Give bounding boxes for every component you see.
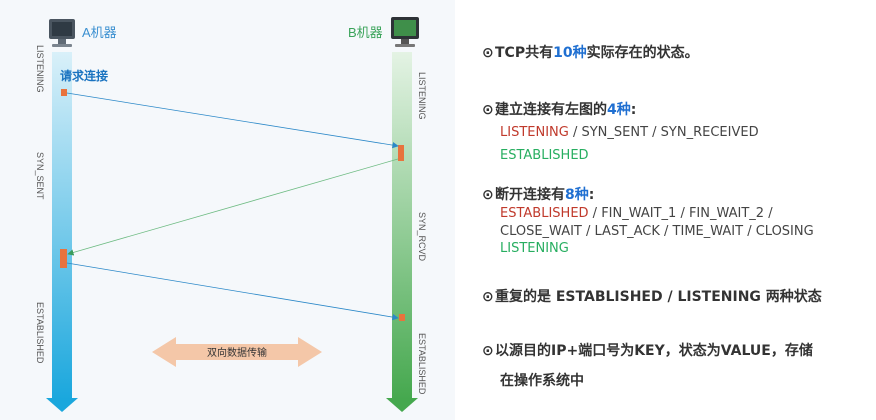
connect-states-line1: LISTENING / SYN_SENT / SYN_RECEIVED (500, 125, 759, 140)
bullet-repeated-states: ⊙重复的是 ESTABLISHED / LISTENING 两种状态 (482, 289, 822, 305)
data-transfer-label: 双向数据传输 (207, 346, 267, 359)
computer-b-icon (391, 17, 419, 47)
syn-rcvd-marker (398, 145, 404, 161)
request-label: 请求连接 (60, 68, 108, 83)
b-state-listening: LISTENING (417, 72, 427, 120)
bullet-storage: ⊙以源目的IP+端口号为KEY，状态为VALUE，存储 (482, 343, 813, 359)
total-count: 10种 (553, 45, 587, 61)
syn-arrow (66, 92, 399, 149)
bullet-connect-states: ⊙建立连接有左图的4种: (482, 102, 637, 118)
timeline-b (386, 52, 418, 412)
computer-a-icon (49, 19, 75, 47)
bullet-disconnect-states: ⊙断开连接有8种: (482, 187, 595, 203)
ack-arrow (66, 262, 399, 321)
state-summary: ⊙TCP共有10种实际存在的状态。 ⊙建立连接有左图的4种: LISTENING… (482, 0, 872, 420)
data-transfer-arrow (152, 337, 322, 367)
b-state-established: ESTABLISHED (417, 333, 427, 395)
disconnect-states-line1: ESTABLISHED / FIN_WAIT_1 / FIN_WAIT_2 / (500, 206, 773, 221)
a-state-established: ESTABLISHED (35, 302, 45, 364)
connect-count: 4种 (607, 102, 631, 118)
a-state-syn-sent: SYN_SENT (35, 152, 45, 200)
connect-states-line2: ESTABLISHED (500, 148, 589, 163)
established-marker (399, 314, 405, 321)
disconnect-count: 8种 (565, 187, 589, 203)
bullet-icon: ⊙ (482, 343, 494, 359)
timeline-a (46, 52, 78, 412)
b-state-syn-rcvd: SYN_RCVD (417, 212, 427, 262)
disconnect-states-line2: CLOSE_WAIT / LAST_ACK / TIME_WAIT / CLOS… (500, 224, 814, 239)
bullet-storage-cont: 在操作系统中 (500, 373, 584, 389)
bullet-total-states: ⊙TCP共有10种实际存在的状态。 (482, 45, 699, 61)
machine-a-label: A机器 (82, 25, 117, 40)
disconnect-states-line3: LISTENING (500, 241, 569, 256)
bullet-icon: ⊙ (482, 45, 494, 61)
bullet-icon: ⊙ (482, 289, 494, 305)
tcp-state-diagram: A机器 B机器 请求连接 双向数据传输 LISTENING SYN_SENT E… (35, 17, 427, 412)
bullet-icon: ⊙ (482, 102, 494, 118)
ack-marker (60, 249, 67, 268)
a-state-listening: LISTENING (35, 45, 45, 93)
bullet-icon: ⊙ (482, 187, 494, 203)
syn-send-marker (61, 89, 67, 96)
syn-ack-arrow (67, 158, 399, 256)
machine-b-label: B机器 (348, 25, 383, 40)
